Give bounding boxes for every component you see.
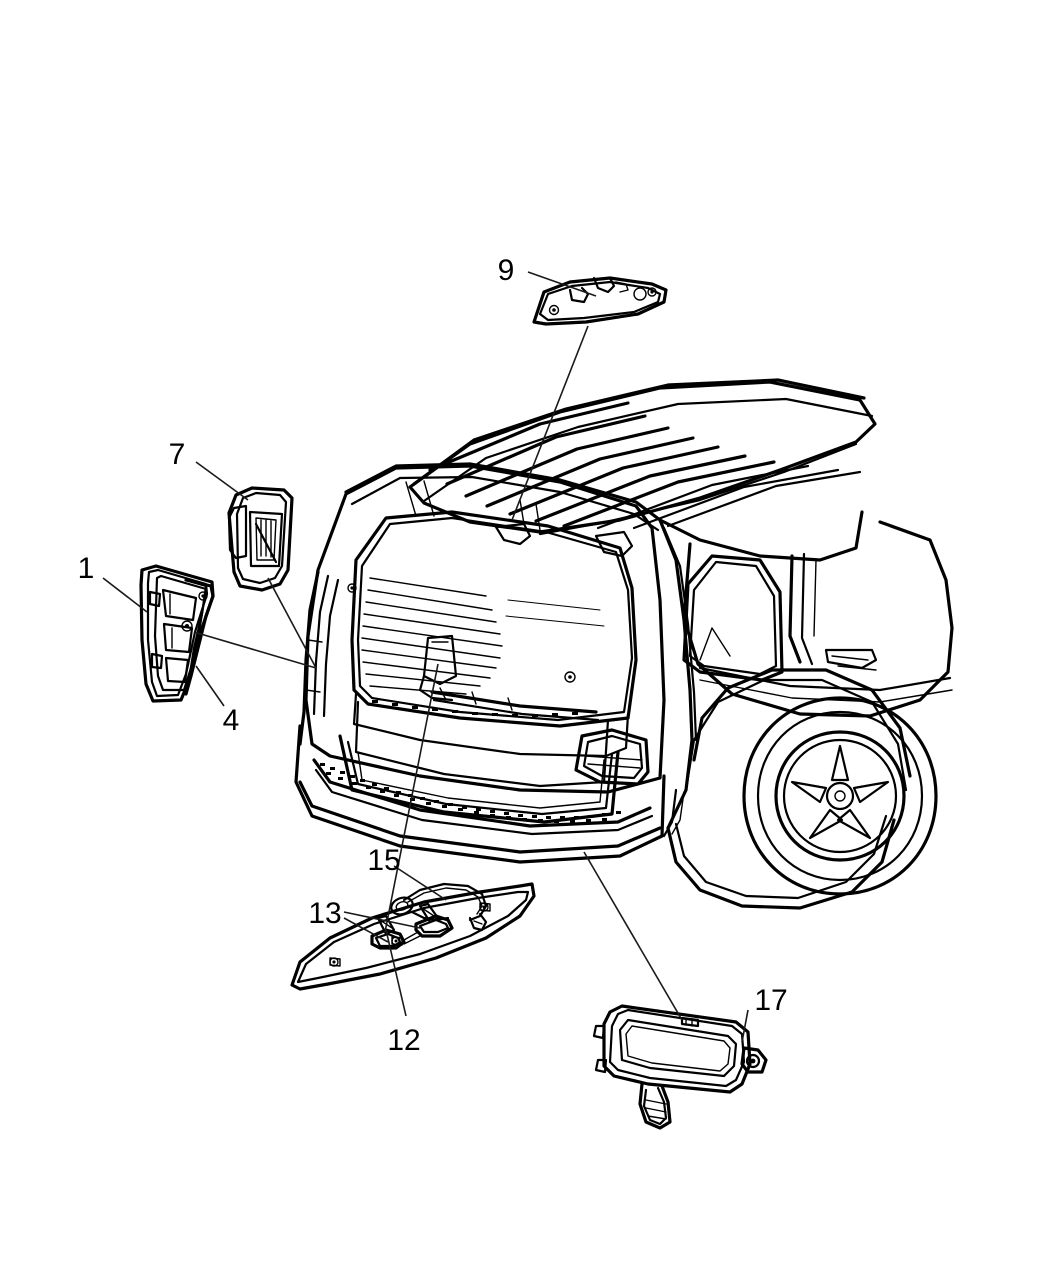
wheel-spokes [790, 744, 890, 840]
leader-17-to-body [583, 851, 683, 1021]
part-chmsl [532, 276, 668, 326]
leader-4 [195, 665, 225, 707]
rear-corner-left [298, 570, 357, 746]
leader-12 [385, 929, 407, 1017]
rear-quarter-panel [658, 510, 954, 718]
leader-chmsl-to-body [511, 325, 589, 521]
liftgate-panel [304, 464, 666, 794]
callout-4: 4 [223, 704, 240, 737]
leader-1-to-body [193, 631, 317, 669]
leader-15 [393, 865, 447, 901]
roof-rack [408, 378, 877, 536]
part-side-marker-lamp [227, 486, 294, 592]
vehicle-illustration [294, 378, 954, 910]
rocker-panel [662, 788, 685, 838]
rear-wheel-assembly [666, 668, 938, 910]
callout-9: 9 [498, 254, 515, 287]
bumper-step-pad-texture [320, 763, 621, 823]
callout-numbers: 1 4 7 9 12 13 15 17 [78, 254, 788, 1057]
part-backup-lamp [592, 1004, 768, 1130]
part-tail-lamp-assembly [139, 564, 215, 703]
rear-bumper [294, 700, 666, 864]
leader-lines [102, 271, 749, 1043]
callout-13: 13 [308, 897, 341, 930]
leader-17 [741, 1009, 749, 1043]
license-lamp-wiring [390, 882, 488, 932]
part-license-lamp-bar [290, 882, 536, 991]
leader-13a [343, 911, 421, 929]
liftgate-spoiler [344, 462, 662, 558]
callout-1: 1 [78, 552, 95, 585]
leader-9 [527, 271, 597, 297]
callout-17: 17 [754, 984, 787, 1017]
callout-12: 12 [387, 1024, 420, 1057]
leader-7 [195, 461, 249, 501]
leader-license-to-body [384, 663, 439, 933]
rear-wiper [418, 634, 600, 722]
callout-15: 15 [367, 844, 400, 877]
leader-7-to-body [267, 577, 317, 669]
leader-1 [102, 577, 148, 613]
callout-7: 7 [169, 438, 186, 471]
leader-13b [343, 917, 389, 943]
